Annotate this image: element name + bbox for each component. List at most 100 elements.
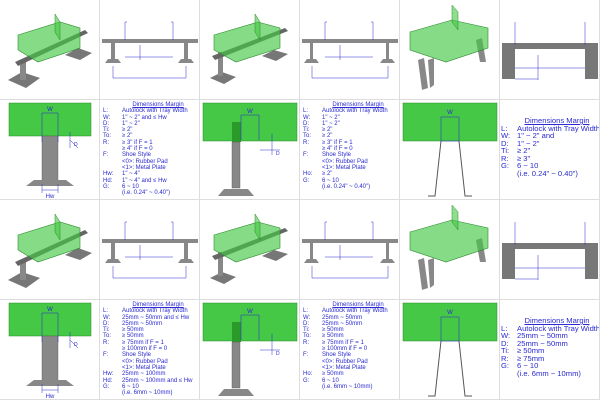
- spec-row: L: Autolock with Tray Width: [501, 123, 600, 133]
- section-post-support-metric: W Hw D: [0, 300, 100, 400]
- spec-key: D:: [303, 120, 309, 127]
- spec-value: Shoe Style: [122, 152, 152, 159]
- spec-value: 1" ~ 2": [517, 138, 540, 148]
- spec-row: L: Autolock with Tray Width: [303, 308, 399, 314]
- spec-row: D: 1" ~ 2": [103, 121, 199, 127]
- spec-key: D:: [103, 120, 109, 127]
- spec-row: Ti: ≥ 2": [303, 127, 399, 133]
- elevation-rod-support: [300, 0, 400, 100]
- spec-key: Ti:: [103, 127, 110, 134]
- spec-value: 1" ~ 2": [322, 120, 340, 127]
- spec-row: ≥ 100mm if F = 0: [303, 346, 399, 352]
- spec-key: D:: [103, 320, 109, 327]
- spec-value: 6 ~ 10: [517, 161, 539, 170]
- spec-row: Ti:≥ 50mm: [103, 327, 199, 333]
- elevation-frame-support: [500, 0, 600, 100]
- spec-value: 6 ~ 10: [122, 383, 139, 390]
- spec-row: (i.e. 0.24" ~ 0.40"): [501, 168, 599, 178]
- spec-row: Ti: ≥ 50mm: [303, 327, 399, 333]
- spec-key: L:: [103, 108, 109, 115]
- elevation-rod-drawing: [302, 221, 398, 279]
- spec-row: Hw:25mm ~ 100mm: [103, 371, 199, 377]
- spec-key: [103, 190, 122, 196]
- section-rod-support: W D: [200, 100, 300, 200]
- spec-value: (i.e. 6mm ~ 10mm): [122, 390, 173, 397]
- elevation-frame-drawing: [502, 22, 598, 80]
- elevation-post-drawing: [102, 21, 198, 79]
- spec-title: Dimensions Margin: [332, 302, 384, 308]
- spec-value: Autolock with Tray Width: [122, 308, 188, 315]
- section-post-support: W Hw D: [0, 100, 100, 200]
- spec-value: <0>: Rubber Pad: [122, 158, 168, 165]
- spec-row: (i.e. 0.24" ~ 0.40"): [103, 190, 199, 196]
- spec-value: ≥ 2": [517, 146, 531, 155]
- spec-value: 25mm ~ 50mm: [322, 320, 363, 327]
- spec-value: Autolock with Tray Width: [322, 108, 388, 115]
- spec-row: G:6 ~ 10: [303, 178, 399, 184]
- iso-post-support: [0, 0, 100, 100]
- w-label: W: [247, 309, 253, 315]
- spec-key: To:: [103, 133, 112, 140]
- spec-value: Shoe Style: [122, 352, 152, 359]
- spec-value: Autolock with Tray Width: [122, 108, 188, 115]
- spec-value: ≥ 50mm: [322, 327, 344, 334]
- spec-row: Ti:≥ 50mm: [501, 347, 599, 355]
- spec-key: Hw:: [103, 171, 114, 178]
- spec-title: Dimensions Margin: [524, 316, 590, 325]
- spec-row: R:≥ 3": [501, 154, 599, 163]
- spec-value: ≥ 75mm if F = 1: [322, 339, 364, 346]
- spec-row: <0>: Rubber Pad: [303, 159, 399, 165]
- spec-key: W:: [501, 131, 511, 140]
- spec-value: ≥ 75mm: [517, 353, 545, 363]
- spec-value: <0>: Rubber Pad: [322, 158, 368, 165]
- spec-key: Ti:: [303, 127, 310, 134]
- spec-value: ≥ 2": [322, 171, 333, 178]
- spec-key: L:: [501, 323, 508, 333]
- spec-row: ≥ 4" if F = 0: [103, 146, 199, 152]
- spec-row: D:25mm ~ 50mm: [103, 321, 199, 327]
- w-label: W: [247, 109, 253, 115]
- spec-row: <1>: Metal Plate: [303, 365, 399, 371]
- spec-key: R:: [103, 339, 109, 346]
- spec-value: ≥ 2": [322, 127, 333, 134]
- spec-key: D:: [303, 320, 309, 327]
- spec-key: L:: [303, 108, 309, 115]
- isometric-frame-drawing: [409, 4, 489, 90]
- spec-value: <1>: Metal Plate: [322, 164, 366, 171]
- spec-row: G:6 ~ 10: [501, 362, 599, 370]
- spec-key: To:: [103, 333, 112, 340]
- spec-key: To:: [303, 333, 312, 340]
- spec-value: 25mm ~ 50mm and ≤ Hw: [122, 314, 190, 321]
- spec-key: L:: [501, 123, 508, 133]
- spec-value: 1" ~ 2": [122, 120, 140, 127]
- spec-row: ≥ 4" if F = 0: [303, 146, 399, 152]
- spec-key: L:: [103, 308, 109, 315]
- spec-value: 1" ~ 2": [322, 114, 340, 121]
- spec-value: <1>: Metal Plate: [322, 364, 366, 371]
- spec-key: R:: [103, 139, 109, 146]
- isometric-post-drawing: [8, 213, 92, 288]
- spec-row: L: Autolock with Tray Width: [303, 108, 399, 114]
- spec-row: W:25mm ~ 50mm and ≤ Hw: [103, 315, 199, 321]
- spec-key: G:: [103, 183, 110, 190]
- spec-row: F:Shoe Style: [303, 152, 399, 158]
- spec-value: ≥ 2": [122, 127, 133, 134]
- spec-title: Dimensions Margin: [132, 102, 184, 108]
- spec-value: ≥ 50mm: [122, 327, 144, 334]
- spec-key: R:: [303, 339, 309, 346]
- spec-key: Ti:: [303, 327, 310, 334]
- spec-value: Autolock with Tray Width: [322, 308, 388, 315]
- spec-value: ≥ 75mm if F = 1: [122, 339, 164, 346]
- spec-row: G:6 ~ 10: [501, 162, 599, 170]
- spec-row: L: Autolock with Tray Width: [103, 308, 199, 314]
- spec-value: Autolock with Tray Width: [517, 123, 600, 133]
- spec-value: 1" ~ 4": [122, 171, 140, 178]
- spec-key: F:: [103, 352, 109, 359]
- spec-row: G:6 ~ 10: [103, 384, 199, 390]
- spec-key: [303, 384, 322, 390]
- spec-key: L:: [303, 308, 309, 315]
- spec-key: W:: [103, 114, 111, 121]
- spec-value: (i.e. 0.24" ~ 0.40"): [517, 168, 578, 178]
- w-label: W: [447, 310, 453, 316]
